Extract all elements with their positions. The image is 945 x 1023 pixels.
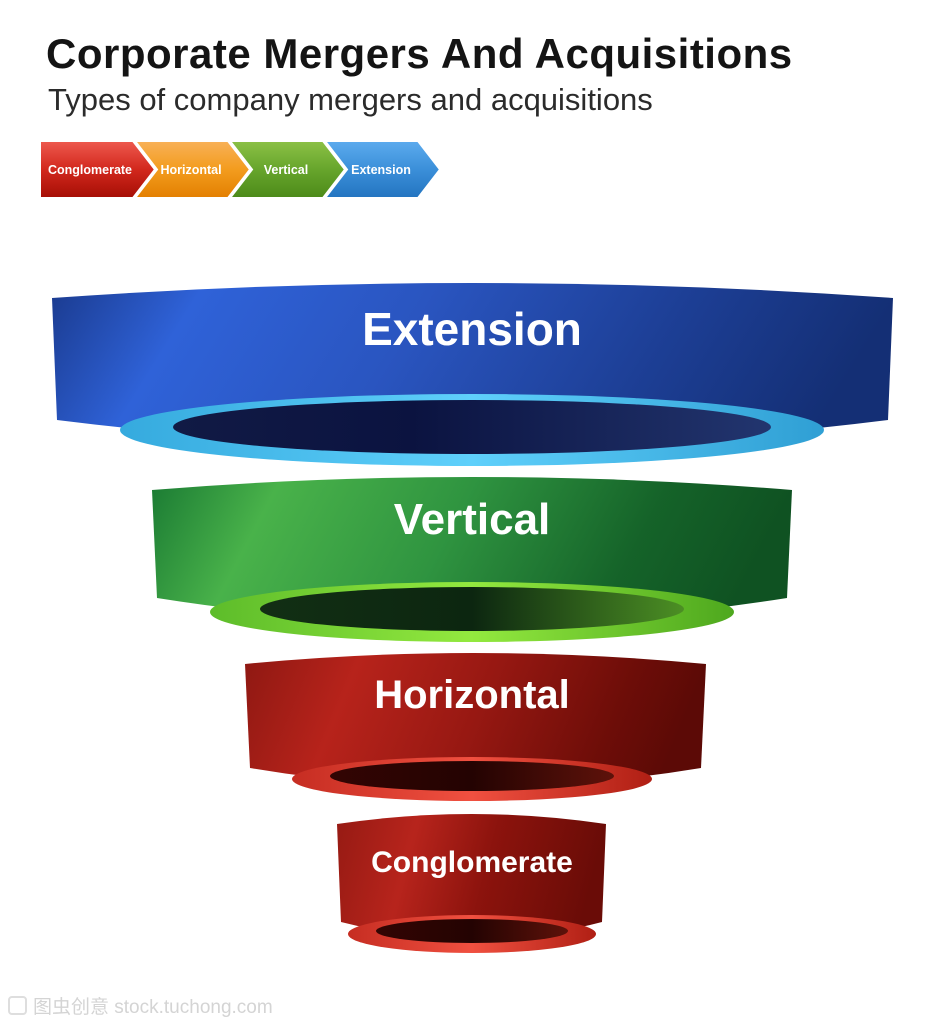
- tier-label-vertical: Vertical: [394, 495, 551, 544]
- arrow-shape-conglomerate: [39, 140, 157, 199]
- tier-band-vertical: [152, 477, 792, 623]
- watermark-text: 图虫创意 stock.tuchong.com: [33, 997, 273, 1018]
- tier-label-conglomerate: Conglomerate: [371, 846, 573, 879]
- arrow-label-horizontal: Horizontal: [160, 163, 221, 177]
- arrow-shape-vertical: [227, 140, 347, 199]
- funnel-tier-vertical: Vertical: [152, 477, 792, 642]
- tier-label-extension: Extension: [362, 303, 582, 355]
- arrow-shape-horizontal: [132, 140, 252, 199]
- tier-hole-vertical: [260, 587, 684, 631]
- funnel-tier-extension: Extension: [52, 283, 893, 466]
- arrow-label-vertical: Vertical: [264, 163, 308, 177]
- tier-hole-extension: [173, 400, 771, 454]
- tier-hole-horizontal: [330, 761, 614, 791]
- tier-hole-conglomerate: [376, 919, 568, 943]
- tier-band-conglomerate: [337, 814, 606, 939]
- arrow-label-extension: Extension: [351, 163, 411, 177]
- arrow-label-conglomerate: Conglomerate: [48, 163, 132, 177]
- tuchong-logo-icon: [8, 996, 27, 1015]
- arrow-shape-extension: [322, 140, 442, 199]
- watermark: 图虫创意 stock.tuchong.com: [8, 992, 273, 1019]
- page-title: Corporate Mergers And Acquisitions: [46, 30, 793, 77]
- legend-arrow-row: Conglomerate Horizontal Vertical Extensi…: [39, 140, 442, 199]
- funnel-tier-conglomerate: Conglomerate: [337, 814, 606, 953]
- tier-band-horizontal: [245, 653, 706, 787]
- page-subtitle: Types of company mergers and acquisition…: [48, 82, 653, 117]
- tier-label-horizontal: Horizontal: [374, 673, 570, 717]
- funnel-tier-horizontal: Horizontal: [245, 653, 706, 801]
